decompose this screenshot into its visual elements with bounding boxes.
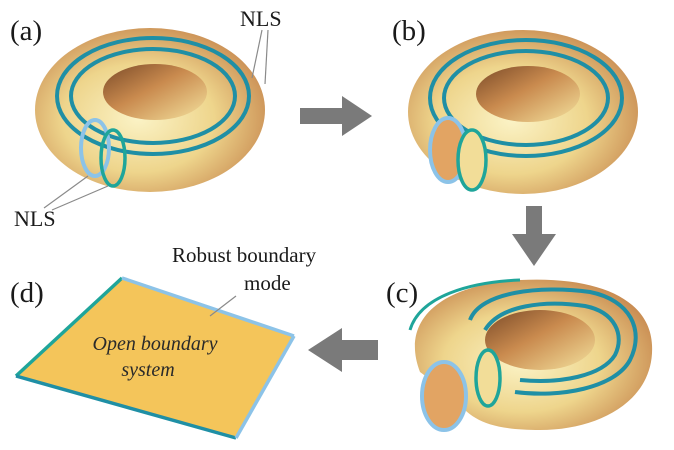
robust-mode-pointer	[209, 295, 237, 317]
nls-ring-teal-c	[474, 348, 502, 408]
arrow-c-to-d	[308, 328, 378, 372]
torus-a	[35, 28, 265, 192]
torus-c	[408, 278, 653, 432]
panel-b: (b)	[392, 15, 638, 194]
panel-d: (d) Open boundary system Robust boundary…	[10, 243, 317, 440]
nls-arc-outer-c	[468, 287, 638, 396]
nls-loop-inner-a	[69, 47, 237, 145]
panel-c: (c)	[386, 277, 653, 432]
open-boundary-square	[16, 278, 294, 438]
edge-bottom-d	[15, 374, 237, 440]
nls-loop-outer-b	[428, 38, 624, 158]
open-boundary-line2: system	[121, 359, 174, 381]
panel-c-letter: (c)	[386, 277, 418, 309]
panel-d-letter: (d)	[10, 277, 44, 309]
torus-b-hole	[476, 66, 580, 122]
nls-arc-inner-c	[483, 301, 621, 383]
edge-left-d	[14, 276, 124, 378]
nls-label-top: NLS	[240, 6, 282, 31]
panel-b-letter: (b)	[392, 15, 426, 47]
nls-pointer-bottom-2	[51, 185, 109, 211]
robust-mode-line1: Robust boundary	[172, 243, 317, 267]
panel-a: (a) NLS NLS	[10, 6, 282, 231]
nls-pointer-top-1	[251, 29, 263, 79]
edge-right-d	[234, 335, 296, 439]
edge-top-d	[121, 276, 295, 338]
open-boundary-line1: Open boundary	[93, 333, 218, 355]
nls-ring-teal-b	[456, 128, 488, 192]
nls-ring-teal-a	[99, 128, 127, 188]
arrow-b-to-c	[512, 206, 556, 266]
torus-b	[408, 30, 638, 194]
arrow-a-to-b	[300, 96, 372, 136]
nls-loop-inner-b	[442, 49, 610, 147]
boundary-edge-c	[408, 278, 521, 331]
nls-loop-outer-a	[55, 36, 251, 156]
torus-a-hole	[103, 64, 207, 120]
cut-face-c	[420, 360, 468, 432]
nls-ring-light-a	[79, 118, 111, 178]
torus-c-hole	[485, 310, 595, 370]
nls-pointer-top-2	[264, 29, 269, 85]
robust-mode-line2: mode	[244, 271, 291, 295]
nls-pointer-bottom-1	[43, 175, 89, 209]
panel-a-letter: (a)	[10, 15, 42, 47]
nls-label-bottom: NLS	[14, 206, 56, 231]
